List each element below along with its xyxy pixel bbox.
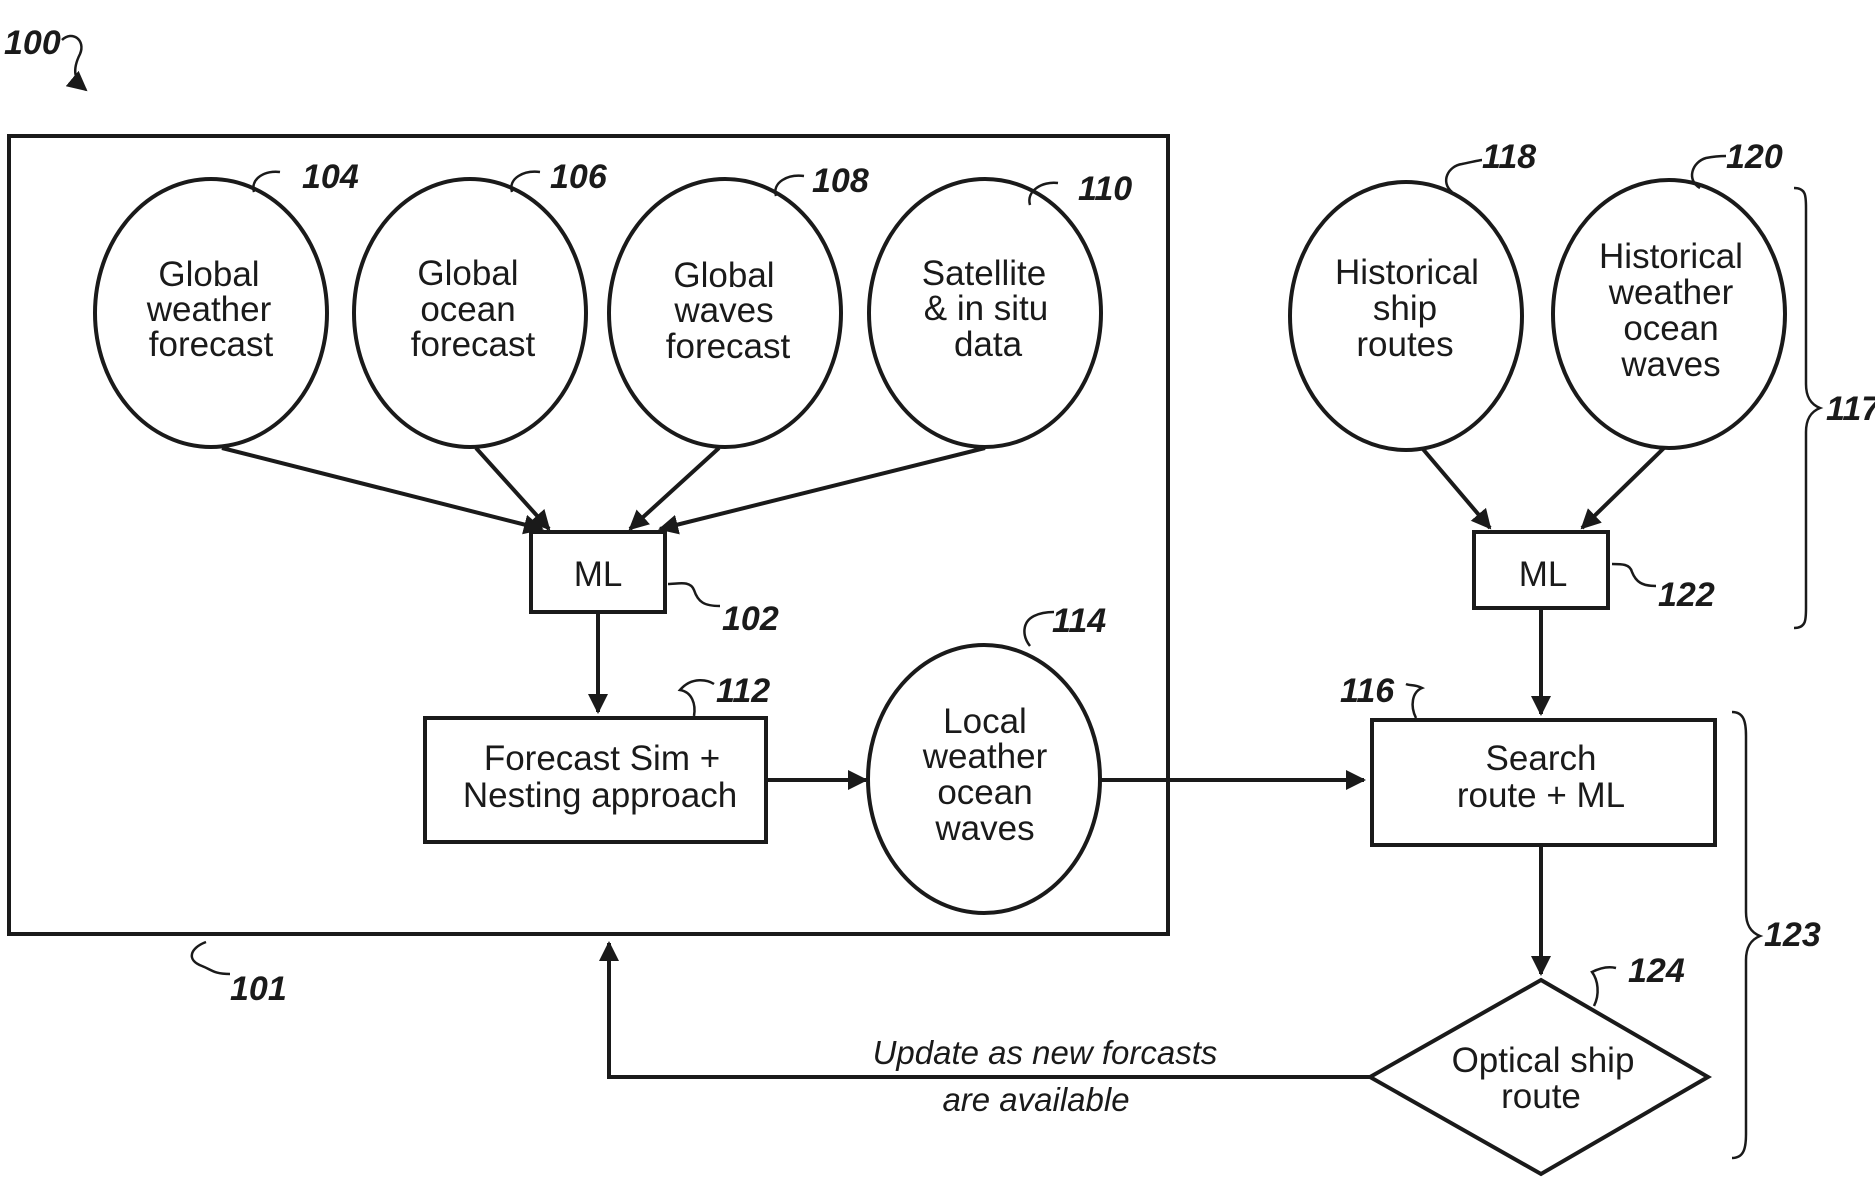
historical-group-ref: 117 [1826, 390, 1875, 428]
optical-route-node: Optical ship route [1370, 980, 1708, 1174]
global-weather-line2: weather [146, 290, 272, 329]
forecast-sim-ref-leader [680, 680, 714, 716]
ml-hist-ref: 122 [1658, 576, 1715, 614]
local-weather-line4: waves [934, 809, 1034, 848]
hist-routes-line1: Historical [1335, 253, 1479, 292]
routing-group-brace [1732, 712, 1760, 1158]
global-ocean-node: Global ocean forecast [354, 179, 586, 447]
search-route-line2: route + ML [1457, 776, 1625, 815]
satellite-ref: 110 [1078, 170, 1132, 208]
feedback-label-line2: are available [942, 1081, 1129, 1118]
satellite-line3: data [954, 325, 1023, 364]
edge-hist-routes-to-ml [1422, 448, 1490, 528]
satellite-line1: Satellite [922, 254, 1047, 293]
figure-ref-label: 100 [4, 24, 61, 62]
container-ref-label: 101 [230, 970, 287, 1008]
local-weather-line2: weather [922, 737, 1048, 776]
optical-route-line2: route [1501, 1077, 1581, 1116]
hist-routes-line2: ship [1373, 289, 1437, 328]
hist-routes-line3: routes [1356, 325, 1453, 364]
global-weather-line3: forecast [149, 325, 274, 364]
ml-main-ref-leader [668, 583, 720, 606]
hist-weather-line4: waves [1620, 345, 1720, 384]
forecast-sim-node: Forecast Sim + Nesting approach [425, 718, 766, 842]
ml-main-label: ML [574, 555, 623, 594]
global-waves-line3: forecast [666, 327, 791, 366]
forecast-sim-line1: Forecast Sim + [484, 739, 720, 778]
ml-hist-label: ML [1519, 555, 1568, 594]
search-route-line1: Search [1486, 739, 1597, 778]
global-waves-node: Global waves forecast [609, 179, 841, 447]
edge-hist-weather-to-ml [1582, 448, 1664, 528]
edge-weather-to-ml [222, 448, 542, 529]
container-ref-leader [192, 942, 230, 974]
figure-ref-leader [62, 36, 86, 90]
search-route-ref-leader [1406, 684, 1422, 718]
global-waves-ref: 108 [812, 162, 869, 200]
ml-hist-node: ML [1474, 532, 1608, 608]
forecast-sim-ref: 112 [716, 672, 770, 710]
optical-route-ref: 124 [1628, 952, 1685, 990]
global-waves-line2: waves [673, 291, 773, 330]
local-weather-node: Local weather ocean waves [868, 645, 1100, 913]
global-weather-ref: 104 [302, 158, 359, 196]
hist-weather-line3: ocean [1623, 309, 1718, 348]
hist-weather-line1: Historical [1599, 237, 1743, 276]
forecast-sim-line2: Nesting approach [463, 776, 737, 815]
ml-hist-ref-leader [1612, 564, 1656, 586]
global-ocean-ref: 106 [550, 158, 608, 196]
global-weather-line1: Global [158, 255, 259, 294]
global-weather-node: Global weather forecast [95, 179, 327, 447]
hist-weather-line2: weather [1608, 273, 1734, 312]
hist-weather-node: Historical weather ocean waves [1553, 180, 1785, 448]
local-weather-ref: 114 [1052, 602, 1106, 640]
global-waves-line1: Global [673, 256, 774, 295]
routing-group-ref: 123 [1764, 916, 1821, 954]
feedback-label-line1: Update as new forcasts [873, 1034, 1218, 1071]
satellite-line2: & in situ [924, 289, 1049, 328]
hist-routes-node: Historical ship routes [1290, 182, 1522, 450]
optical-route-line1: Optical ship [1452, 1041, 1635, 1080]
hist-weather-ref: 120 [1726, 138, 1783, 176]
local-weather-line3: ocean [937, 773, 1032, 812]
satellite-node: Satellite & in situ data [869, 179, 1101, 447]
ml-main-node: ML [531, 532, 665, 612]
hist-routes-ref-leader [1446, 160, 1482, 192]
global-ocean-line2: ocean [420, 290, 515, 329]
historical-group-brace [1794, 188, 1820, 628]
local-weather-ref-leader [1024, 612, 1054, 646]
ml-main-ref: 102 [722, 600, 779, 638]
edge-satellite-to-ml [660, 448, 985, 529]
global-ocean-line3: forecast [411, 325, 536, 364]
search-route-node: Search route + ML [1372, 720, 1715, 845]
optical-route-ref-leader [1592, 967, 1616, 1006]
local-weather-line1: Local [943, 702, 1027, 741]
hist-routes-ref: 118 [1482, 138, 1536, 176]
global-ocean-line1: Global [417, 254, 518, 293]
search-route-ref: 116 [1340, 672, 1395, 710]
